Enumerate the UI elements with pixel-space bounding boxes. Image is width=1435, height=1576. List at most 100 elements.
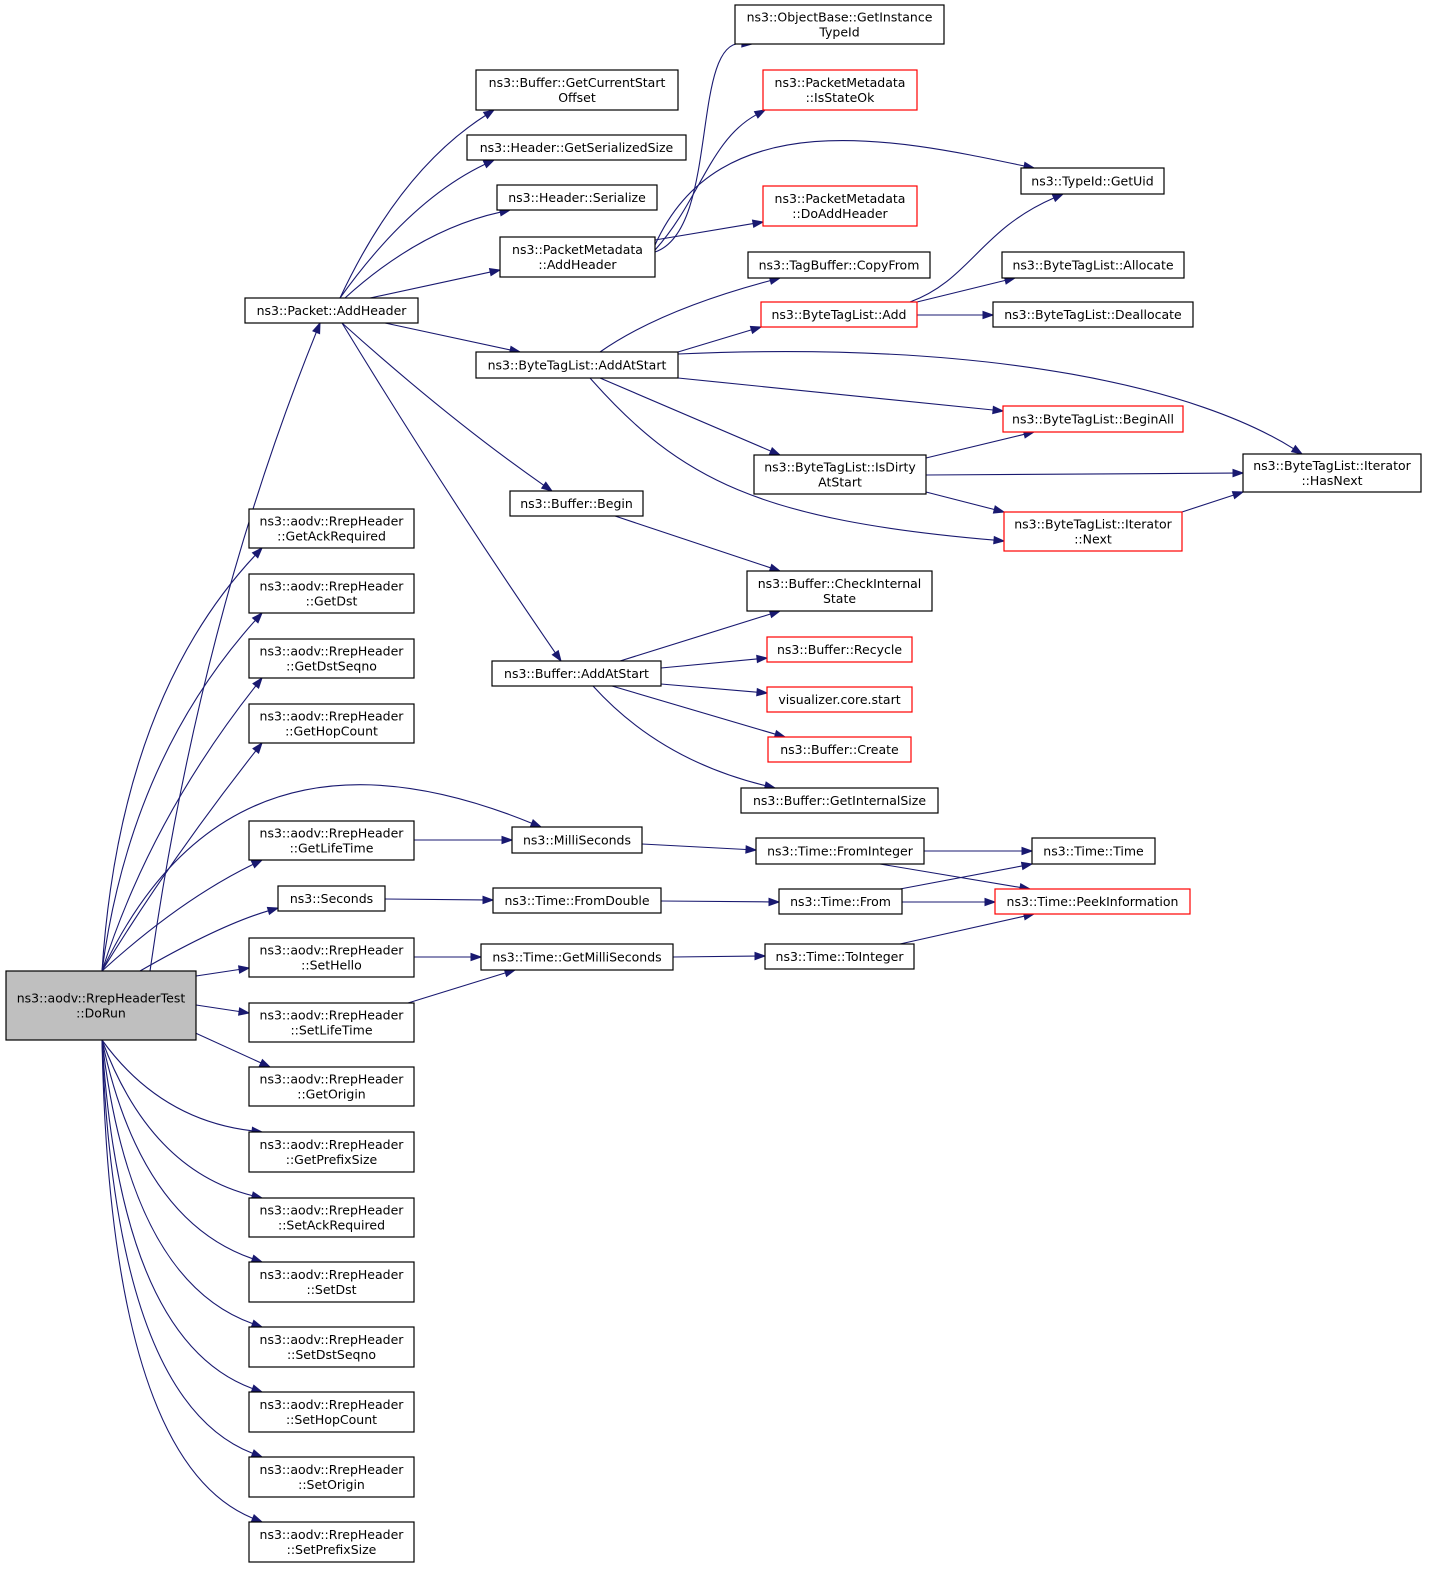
edge-line: [195, 1004, 240, 1013]
node-btl-allocate[interactable]: ns3::ByteTagList::Allocate: [1001, 251, 1185, 279]
node-label: ns3::ObjectBase::GetInstance: [747, 10, 933, 25]
edge-line: [879, 863, 1021, 888]
arrowhead-icon: [992, 405, 1005, 415]
arrowhead-icon: [252, 741, 263, 754]
node-rrep-getdst[interactable]: ns3::aodv::RrepHeader::GetDst: [248, 573, 415, 614]
node-box: [762, 185, 918, 227]
node-seconds[interactable]: ns3::Seconds: [277, 885, 386, 912]
arrowhead-icon: [482, 109, 496, 120]
node-buffer-addatstart[interactable]: ns3::Buffer::AddAtStart: [491, 660, 662, 687]
arrowhead-icon: [751, 219, 765, 228]
node-pm-isstateok[interactable]: ns3::PacketMetadata::IsStateOk: [762, 69, 918, 111]
node-rrep-sethello[interactable]: ns3::aodv::RrepHeader::SetHello: [248, 937, 415, 978]
edge-line: [101, 685, 257, 972]
node-header-serialize[interactable]: ns3::Header::Serialize: [496, 184, 658, 211]
node-rrep-sethopcount[interactable]: ns3::aodv::RrepHeader::SetHopCount: [248, 1391, 415, 1433]
arrowhead-icon: [754, 951, 767, 961]
node-time-frominteger[interactable]: ns3::Time::FromInteger: [755, 837, 925, 865]
node-box: [767, 736, 912, 763]
edge-line: [139, 910, 269, 972]
edge-packet-addheader-to-btl-addatstart: [384, 322, 522, 354]
node-buffer-begin[interactable]: ns3::Buffer::Begin: [509, 490, 644, 517]
edge-buffer-addatstart-to-buffer-recycle: [660, 654, 769, 669]
node-time-time[interactable]: ns3::Time::Time: [1031, 837, 1156, 865]
node-packet-addheader[interactable]: ns3::Packet::AddHeader: [244, 297, 419, 324]
node-rrep-getprefixsize[interactable]: ns3::aodv::RrepHeader::GetPrefixSize: [248, 1131, 415, 1173]
node-time-from[interactable]: ns3::Time::From: [778, 888, 903, 915]
edge-btl-add-to-btl-allocate: [916, 276, 1017, 303]
node-box: [248, 703, 415, 744]
edge-line: [916, 279, 1006, 303]
node-rrep-setdst[interactable]: ns3::aodv::RrepHeader::SetDst: [248, 1261, 415, 1303]
node-buffer-create[interactable]: ns3::Buffer::Create: [767, 736, 912, 763]
edge-btl-isdirtyatstart-to-btl-iter-next: [925, 491, 1006, 514]
edge-line: [101, 554, 256, 972]
node-box: [1242, 453, 1422, 493]
node-box: [5, 970, 197, 1041]
node-btl-iter-next[interactable]: ns3::ByteTagList::Iterator::Next: [1003, 511, 1183, 552]
node-rrep-setackrequired[interactable]: ns3::aodv::RrepHeader::SetAckRequired: [248, 1197, 415, 1238]
node-time-tointeger[interactable]: ns3::Time::ToInteger: [764, 943, 915, 970]
node-time-getmilliseconds[interactable]: ns3::Time::GetMilliSeconds: [480, 943, 674, 971]
node-box: [248, 1066, 415, 1107]
node-btl-deallocate[interactable]: ns3::ByteTagList::Deallocate: [992, 301, 1194, 328]
edge-root-to-rrep-setdst: [101, 1039, 264, 1263]
edge-line: [101, 863, 254, 972]
node-rrep-getlifetime[interactable]: ns3::aodv::RrepHeader::GetLifeTime: [248, 820, 415, 861]
node-time-peekinformation[interactable]: ns3::Time::PeekInformation: [994, 888, 1191, 915]
node-pm-doaddheader[interactable]: ns3::PacketMetadata::DoAddHeader: [762, 185, 918, 227]
node-btl-add[interactable]: ns3::ByteTagList::Add: [760, 301, 918, 328]
arrowhead-icon: [238, 965, 251, 974]
arrowhead-icon: [756, 654, 769, 664]
node-btl-beginall[interactable]: ns3::ByteTagList::BeginAll: [1002, 405, 1184, 433]
node-label: ns3::Time::GetMilliSeconds: [492, 950, 661, 965]
edge-line: [341, 322, 556, 654]
edge-line: [654, 42, 743, 253]
arrowhead-icon: [250, 1319, 264, 1328]
node-tagbuffer-copyfrom[interactable]: ns3::TagBuffer::CopyFrom: [747, 251, 931, 279]
node-buffer-getinternalsize[interactable]: ns3::Buffer::GetInternalSize: [740, 787, 939, 814]
node-rrep-gethopcount[interactable]: ns3::aodv::RrepHeader::GetHopCount: [248, 703, 415, 744]
node-box: [753, 454, 927, 495]
node-pm-addheader[interactable]: ns3::PacketMetadata::AddHeader: [499, 236, 656, 278]
node-header-getserializedsize[interactable]: ns3::Header::GetSerializedSize: [466, 134, 687, 161]
node-btl-iter-hasnext[interactable]: ns3::ByteTagList::Iterator::HasNext: [1242, 453, 1422, 493]
node-label: ::AddHeader: [538, 257, 617, 272]
node-box: [248, 1197, 415, 1238]
node-visualizer-core-start[interactable]: visualizer.core.start: [766, 686, 913, 713]
edge-buffer-addatstart-to-visualizer-core-start: [660, 683, 769, 697]
node-rrep-getdstseqno[interactable]: ns3::aodv::RrepHeader::GetDstSeqno: [248, 638, 415, 679]
node-label: ns3::PacketMetadata: [512, 242, 643, 257]
node-rrep-getackrequired[interactable]: ns3::aodv::RrepHeader::GetAckRequired: [248, 508, 415, 549]
edge-line: [592, 685, 766, 787]
node-label: ns3::Seconds: [290, 891, 373, 906]
node-typeid-getuid[interactable]: ns3::TypeId::GetUid: [1020, 167, 1165, 195]
node-box: [778, 888, 903, 915]
node-label: ::GetAckRequired: [277, 529, 386, 544]
node-milliseconds[interactable]: ns3::MilliSeconds: [511, 826, 643, 854]
arrowhead-icon: [1020, 861, 1034, 871]
node-time-fromdouble[interactable]: ns3::Time::FromDouble: [492, 887, 662, 914]
edge-btl-add-to-btl-deallocate: [917, 310, 995, 320]
node-box: [248, 1326, 415, 1368]
node-rrep-setprefixsize[interactable]: ns3::aodv::RrepHeader::SetPrefixSize: [248, 1521, 415, 1563]
node-rrep-setlifetime[interactable]: ns3::aodv::RrepHeader::SetLifeTime: [248, 1002, 415, 1043]
node-label: ns3::Packet::AddHeader: [257, 303, 408, 318]
node-rrep-setorigin[interactable]: ns3::aodv::RrepHeader::SetOrigin: [248, 1456, 415, 1498]
node-rrep-getorigin[interactable]: ns3::aodv::RrepHeader::GetOrigin: [248, 1066, 415, 1107]
arrowhead-icon: [266, 906, 280, 916]
node-label: ns3::TypeId::GetUid: [1031, 174, 1153, 189]
node-rrep-setdstseqno[interactable]: ns3::aodv::RrepHeader::SetDstSeqno: [248, 1326, 415, 1368]
node-box: [248, 937, 415, 978]
edge-line: [101, 1039, 253, 1454]
node-label: ns3::aodv::RrepHeader: [260, 514, 405, 529]
edge-btl-add-to-typeid-getuid: [909, 193, 1065, 303]
node-buffer-recycle[interactable]: ns3::Buffer::Recycle: [766, 636, 913, 663]
node-root[interactable]: ns3::aodv::RrepHeaderTest::DoRun: [5, 970, 197, 1041]
node-btl-addatstart[interactable]: ns3::ByteTagList::AddAtStart: [475, 351, 679, 379]
